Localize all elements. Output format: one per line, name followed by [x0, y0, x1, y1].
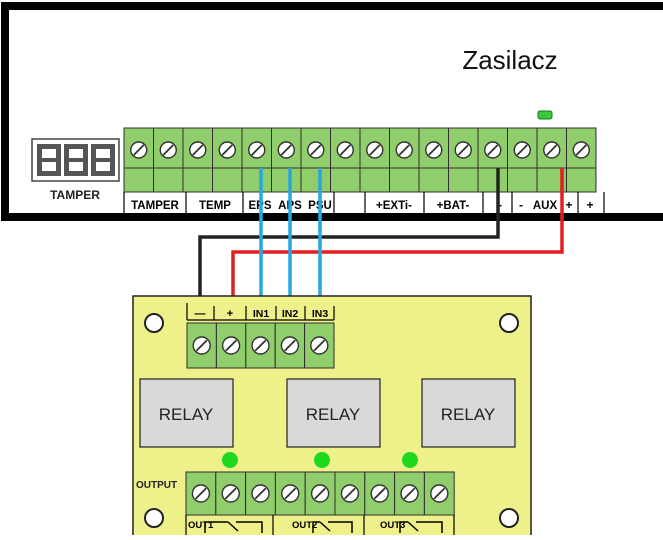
psu-terminal-12	[448, 127, 479, 193]
input-label-strip: — + IN1 IN2 IN3	[186, 303, 335, 321]
output-terminal-8	[394, 471, 425, 516]
out3-label: OUT3	[380, 520, 405, 531]
psu-terminal-6	[271, 127, 302, 193]
input-terminal-3	[245, 322, 276, 369]
psu-terminal-3	[182, 127, 213, 193]
output-terminal-9	[423, 471, 455, 516]
psu-terminal-2	[153, 127, 184, 193]
output-terminal-4	[274, 471, 306, 516]
input-label-in2: IN2	[282, 308, 299, 320]
input-terminal-4	[274, 322, 306, 369]
input-terminal-5	[304, 322, 335, 369]
mount-hole-top-left	[144, 313, 164, 333]
out2-label: OUT2	[292, 520, 317, 531]
out1-label: OUT1	[188, 520, 214, 531]
psu-status-led	[537, 110, 553, 120]
output-terminal-2	[215, 471, 247, 516]
label-temp: TEMP	[199, 200, 231, 212]
psu-terminal-11	[418, 127, 449, 193]
relay-2: RELAY	[286, 378, 381, 448]
contact-symbol-3	[399, 521, 443, 533]
psu-terminal-10	[389, 127, 420, 193]
relay-1-label: RELAY	[159, 405, 214, 424]
input-label-plus: +	[227, 308, 233, 320]
wire-black-negative	[198, 168, 500, 318]
wire-red-positive	[231, 168, 564, 318]
relay-module: — + IN1 IN2 IN3 RELAY RELAY RELAY OUTPUT	[132, 295, 532, 540]
input-terminal-1	[186, 322, 217, 369]
psu-title: Zasilacz	[462, 45, 557, 75]
psu-terminal-16	[566, 127, 597, 193]
tamper-jumper-block	[31, 138, 120, 182]
psu-terminal-5	[241, 127, 272, 193]
psu-terminal-9	[359, 127, 390, 193]
output-terminal-1	[185, 471, 217, 516]
label-bat: +BAT-	[437, 200, 470, 212]
output-terminal-6	[334, 471, 366, 516]
output-terminal-5	[304, 471, 336, 516]
label-minus-1: -	[498, 198, 502, 212]
relay-1: RELAY	[139, 378, 234, 448]
input-terminal-2	[215, 322, 247, 369]
label-aux: AUX	[533, 200, 558, 212]
psu-terminal-8	[330, 127, 361, 193]
mount-hole-bottom-left	[144, 508, 164, 528]
input-label-in1: IN1	[253, 308, 270, 320]
output-terminal-7	[364, 471, 396, 516]
relay-3: RELAY	[421, 378, 516, 448]
input-terminal-block	[186, 322, 335, 369]
psu-terminal-4	[212, 127, 243, 193]
contact-symbol-2	[312, 521, 353, 533]
relay-2-label: RELAY	[306, 405, 361, 424]
label-ext: +EXTi-	[376, 200, 412, 212]
output-terminal-3	[245, 471, 276, 516]
label-plus-1: +	[565, 198, 572, 212]
output-label: OUTPUT	[136, 480, 177, 491]
input-label-in3: IN3	[312, 308, 329, 320]
mount-hole-top-right	[499, 313, 519, 333]
mount-hole-bottom-right	[499, 508, 519, 528]
output-label-strip: OUT1 OUT2 OUT3	[185, 515, 455, 535]
psu-terminal-1	[123, 127, 154, 193]
tamper-jumper-label: TAMPER	[50, 188, 100, 202]
psu-terminal-strip	[123, 127, 597, 193]
psu-terminal-13	[477, 127, 508, 193]
contact-symbol-1	[204, 521, 263, 533]
label-minus-2: -	[519, 198, 523, 212]
output-led-2	[314, 452, 330, 468]
output-terminal-block	[185, 471, 455, 516]
label-tamper: TAMPER	[131, 200, 179, 212]
relay-3-label: RELAY	[441, 405, 496, 424]
wires	[198, 168, 564, 318]
output-led-3	[402, 452, 418, 468]
psu-terminal-7	[300, 127, 331, 193]
input-label-minus: —	[195, 308, 206, 320]
label-plus-2: +	[586, 198, 593, 212]
psu-terminal-14	[507, 127, 538, 193]
psu-unit: Zasilacz TAMPER	[1, 2, 663, 221]
psu-terminal-labels: TAMPER TEMP EPS APS PSU +EXTi- +BAT- - -…	[123, 192, 605, 214]
output-led-1	[222, 452, 238, 468]
